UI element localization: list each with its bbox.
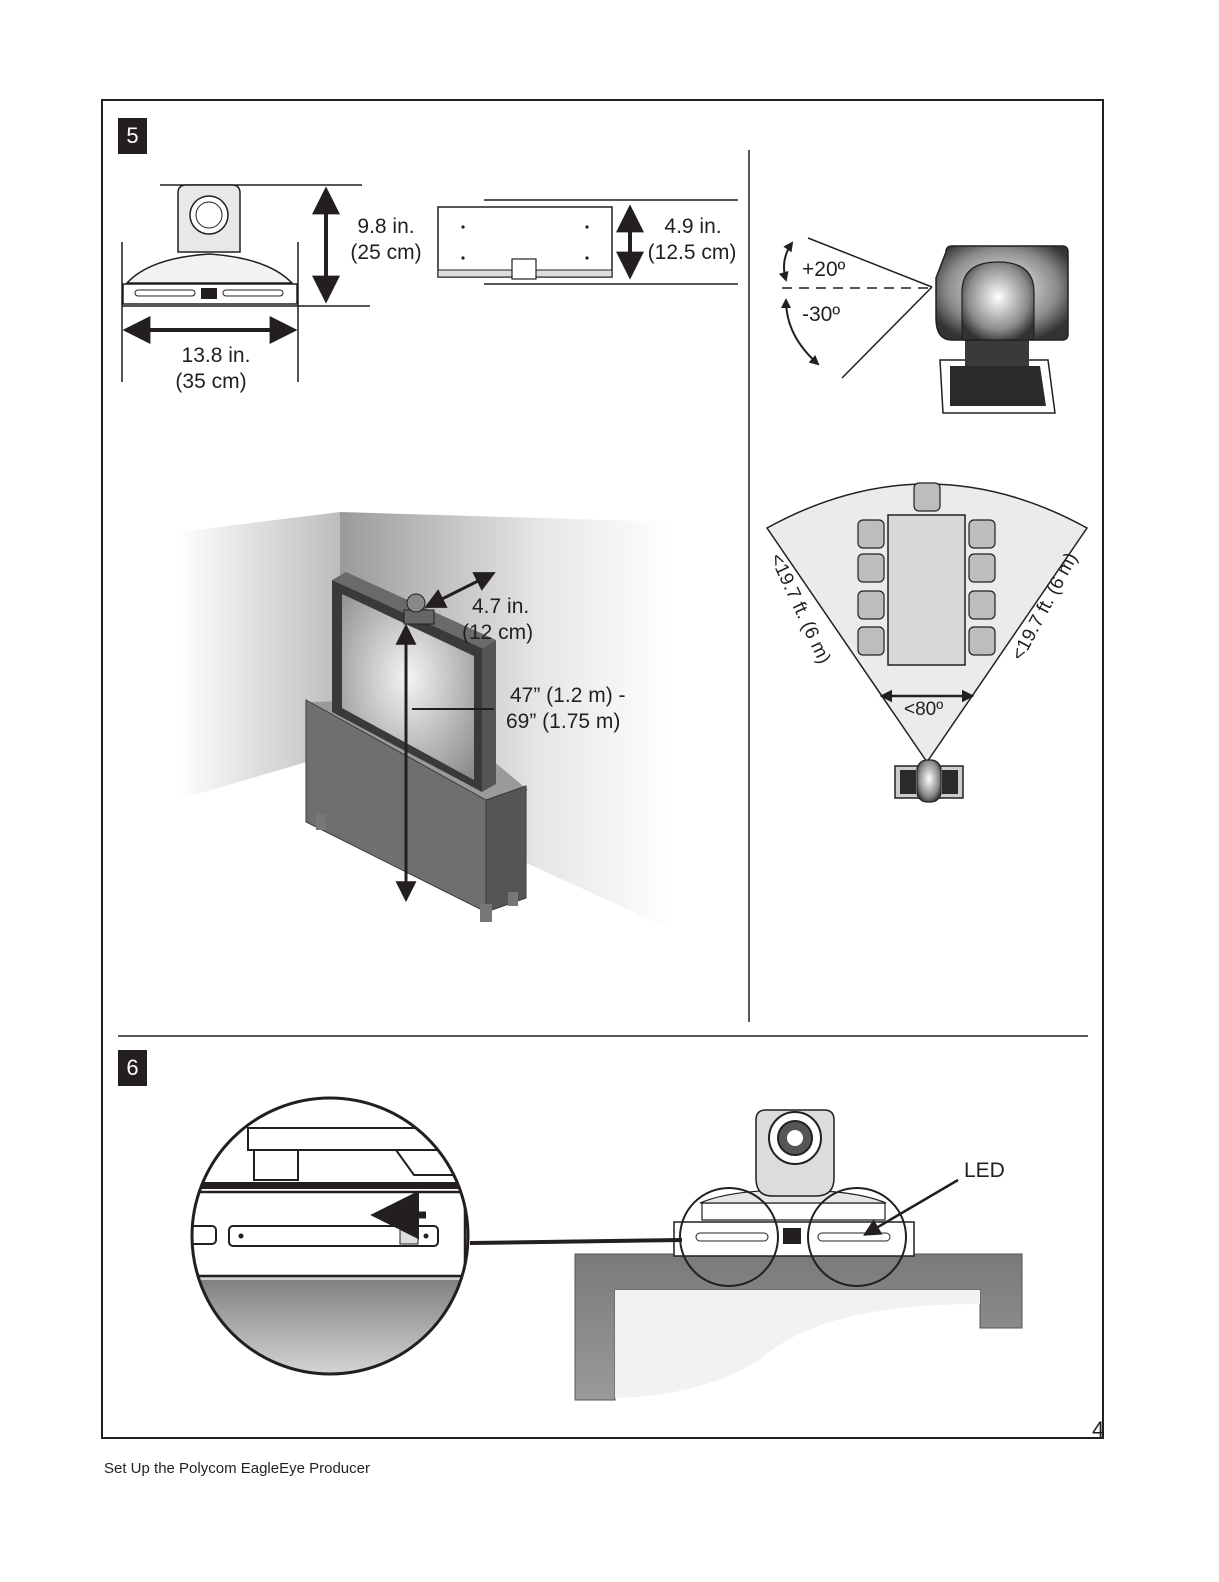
- mount-height-line2-label: 69” (1.75 m): [506, 709, 620, 735]
- width-cm-label: (35 cm): [166, 369, 256, 395]
- height-cm-label: (25 cm): [344, 240, 428, 266]
- coverage-angle-label: <80º: [904, 697, 943, 723]
- height-inches-label: 9.8 in.: [348, 214, 424, 240]
- step6-illustration: [190, 1096, 1022, 1400]
- mount-distance-inches-label: 4.7 in.: [472, 594, 529, 620]
- page-number: 4: [1092, 1417, 1104, 1443]
- tilt-up-label: +20º: [802, 257, 845, 283]
- width-inches-label: 13.8 in.: [166, 343, 266, 369]
- mount-distance-cm-label: (12 cm): [462, 620, 533, 646]
- led-label: LED: [964, 1158, 1005, 1184]
- depth-cm-label: (12.5 cm): [642, 240, 742, 266]
- step-5-badge: 5: [118, 118, 147, 154]
- step-6-badge: 6: [118, 1050, 147, 1086]
- footer-title: Set Up the Polycom EagleEye Producer: [104, 1460, 370, 1477]
- depth-inches-label: 4.9 in.: [648, 214, 738, 240]
- tilt-down-label: -30º: [802, 302, 840, 328]
- mount-height-line1-label: 47” (1.2 m) -: [510, 683, 626, 709]
